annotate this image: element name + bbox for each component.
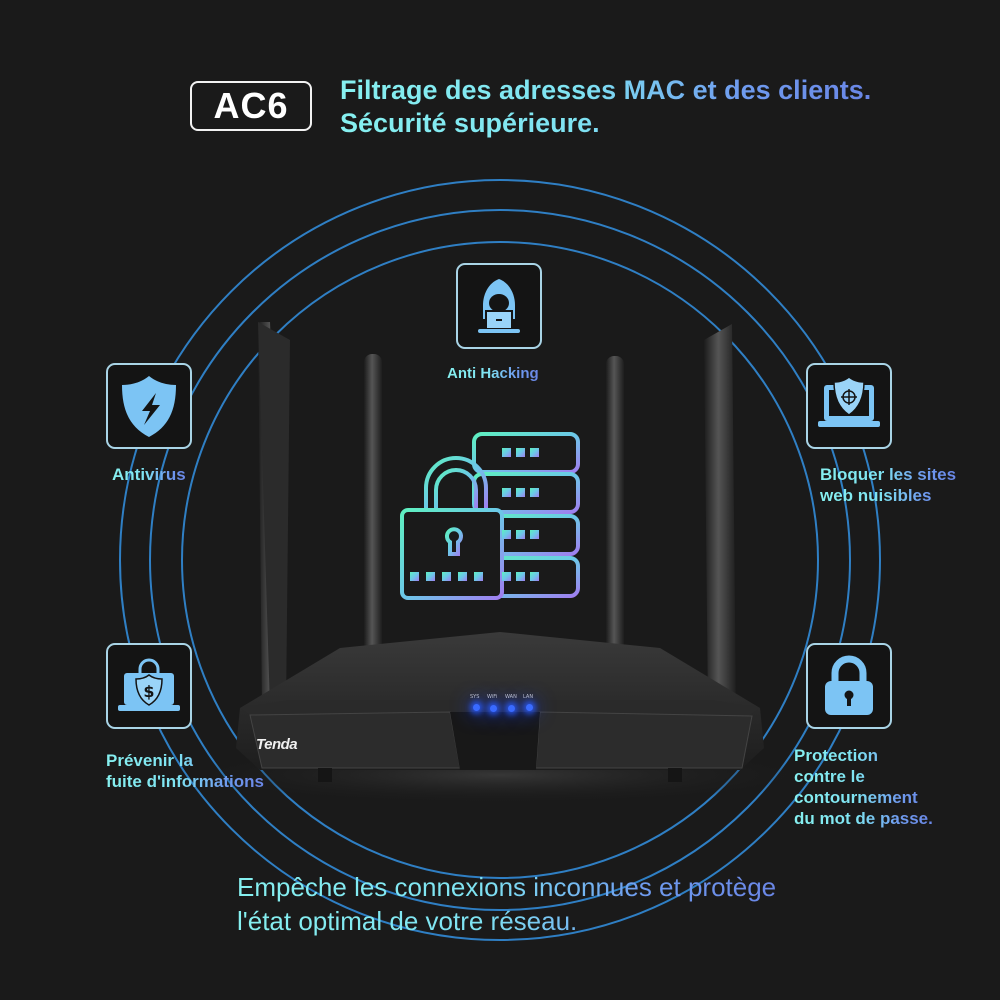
led-sys [473, 704, 480, 711]
feature-label-password-protection: Protection contre le contournement du mo… [794, 745, 933, 829]
laptop-lock-dollar-shield-icon: $ [118, 658, 180, 711]
feature-password-protection [806, 643, 892, 729]
feature-label-prevent-info-leak: Prévenir la fuite d'informations [106, 750, 264, 792]
feature-block-harmful-sites [806, 363, 892, 449]
padlock-icon [825, 655, 873, 715]
footer-tagline: Empêche les connexions inconnues et prot… [237, 870, 776, 938]
svg-text:$: $ [143, 682, 154, 701]
led-label-wan: WAN [505, 694, 517, 700]
footer-line-2: l'état optimal de votre réseau. [237, 906, 578, 936]
antenna-inner-left [364, 354, 382, 654]
router-brand-logo: Tenda [256, 736, 298, 753]
feature-antivirus [106, 363, 192, 449]
model-badge: AC6 [190, 81, 312, 131]
led-label-sys: SYS [470, 694, 480, 700]
hacker-laptop-icon [478, 279, 520, 333]
footer-line-1: Empêche les connexions inconnues et prot… [237, 872, 777, 902]
antenna-outer-left [258, 322, 290, 708]
antenna-outer-right [704, 324, 736, 708]
antenna-inner-right [606, 356, 624, 656]
feature-anti-hacking [456, 263, 542, 349]
label-line: fuite d'informations [106, 772, 264, 791]
label-line: contre le [794, 767, 865, 786]
label-line: Protection [794, 746, 879, 765]
led-label-lan: LAN [523, 694, 534, 700]
led-lan [526, 704, 533, 711]
label-line: Prévenir la [106, 751, 193, 770]
label-line: Bloquer les sites [820, 465, 957, 484]
laptop-shield-bug-icon [818, 376, 880, 427]
feature-label-antivirus: Antivirus [112, 465, 186, 484]
feature-label-block-harmful-sites: Bloquer les sites web nuisibles [820, 464, 956, 506]
shield-lightning-icon [122, 376, 176, 437]
led-wan [508, 705, 515, 712]
led-label-wifi: WiFi [487, 694, 498, 700]
label-line: contournement [794, 788, 918, 807]
led-wifi [490, 705, 497, 712]
server-rack-padlock-icon [400, 432, 580, 600]
feature-label-anti-hacking: Anti Hacking [447, 365, 539, 382]
feature-prevent-info-leak: $ [106, 643, 192, 729]
label-line: web nuisibles [820, 486, 932, 505]
label-line: du mot de passe. [794, 809, 933, 828]
